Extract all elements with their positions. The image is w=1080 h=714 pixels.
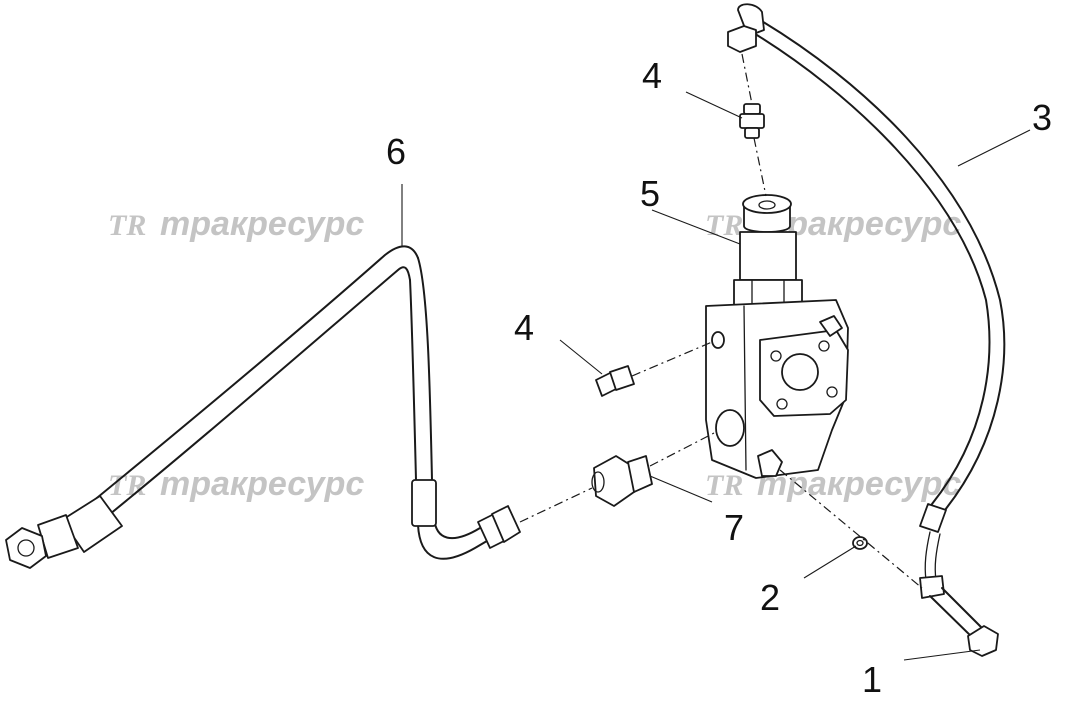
watermark-text: тракресурс (160, 205, 364, 243)
leader-lines (401, 91, 1031, 661)
hose-3 (727, 3, 1006, 641)
callout-5: 5 (640, 173, 660, 214)
callout-2: 2 (760, 577, 780, 618)
callout-3: 3 (1032, 97, 1052, 138)
part-4-mid-fitting (595, 365, 635, 397)
part-1-bolt (967, 625, 999, 657)
callout-4-mid: 4 (514, 307, 534, 348)
callout-labels: 4 5 4 6 3 7 2 1 (386, 55, 1052, 700)
watermark-logo: TR (108, 209, 146, 242)
watermark-logo: TR (705, 469, 743, 502)
part-5-valve (705, 194, 849, 479)
callout-7: 7 (724, 507, 744, 548)
watermark-logo: TR (108, 469, 146, 502)
callout-4-top: 4 (642, 55, 662, 96)
watermark-bottom-left: TR тракресурс (108, 465, 364, 503)
callout-6: 6 (386, 131, 406, 172)
watermark-text: тракресурс (160, 465, 364, 503)
callout-1: 1 (862, 659, 882, 700)
part-4-top-fitting (739, 103, 765, 139)
assembly-centerlines (519, 53, 923, 589)
part-2-washer (852, 536, 868, 550)
watermark-logo: TR (705, 209, 743, 242)
part-7-adapter (591, 455, 653, 507)
watermark-bottom-right: TR тракресурс (705, 465, 961, 503)
hose-6 (5, 245, 521, 569)
watermark-top-left: TR тракресурс (108, 205, 364, 243)
